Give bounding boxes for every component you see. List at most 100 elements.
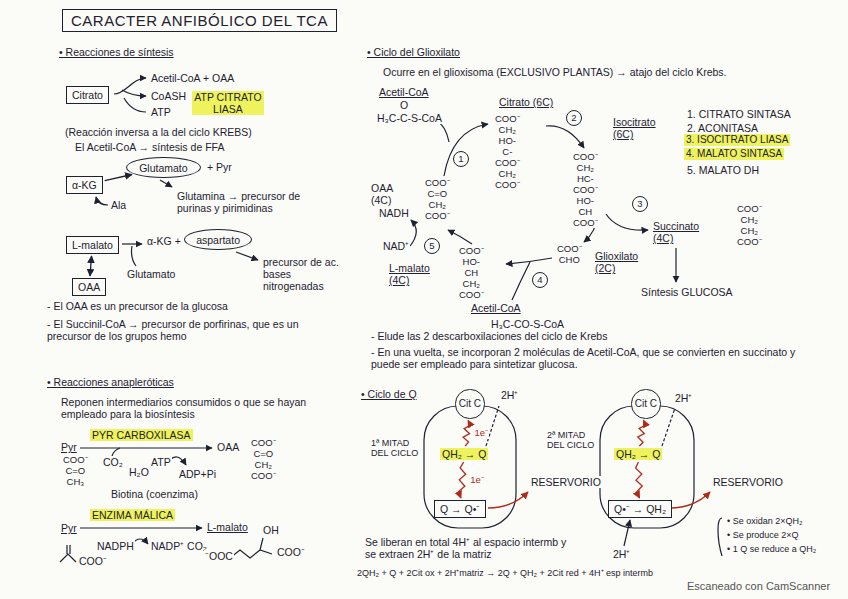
reaction-arrow [114,78,146,94]
text-label: ADP+Pi [178,468,217,480]
text-label: CoASH [150,90,187,102]
connector-arrow [638,420,646,446]
metabolite-box: α-KG [66,176,103,194]
text-label: 5. MALATO DH [686,164,760,176]
node-text: 1 [458,154,463,165]
text-label: Pyr [60,441,78,453]
node-text: Cit C [635,398,657,410]
text-label: Glioxilato (2C) [594,250,652,274]
chemical-formula: COO⁻ CH₂ CH₂ COO⁻ [736,204,763,248]
metabolite-box: L-malato [66,236,119,254]
cycle-arrow [606,214,648,230]
text-label: • Ciclo de Q [360,388,418,400]
text-label: (Reacción inversa a la del ciclo KREBS) [64,126,253,138]
text-label: OAA (4C) [370,182,406,206]
node-text: 4. MALATO SINTASA [686,148,782,160]
highlight-band: ENZIMA MÁLICA [90,509,175,521]
chemical-formula: COO⁻ C=O CH₂ COO⁻ [424,178,451,222]
cycle-arrow [546,126,584,148]
reaction-arrow [132,246,137,266]
node-text: 3. ISOCITRATO LIASA [686,134,788,146]
connector-arrow [458,462,465,498]
highlight-band: PYR CARBOXILASA [90,429,193,441]
connector-arrow [636,462,643,498]
text-label: L-malato (4C) [388,262,442,286]
text-label: RESERVORIO [530,476,602,488]
membrane-outline [424,406,516,528]
cycle-arrow [448,230,472,244]
text-label: precursor de ac. bases nitrogenadas [262,256,344,292]
text-label: RESERVORIO [712,476,784,488]
text-label: • Se oxidan 2×QH₂ [726,516,803,526]
text-label: H₂O [128,466,150,478]
node-text: α-KG [72,179,97,191]
reaction-arrow [170,457,186,465]
text-label: Ala [110,199,127,211]
reaction-box: Q•⁻ → QH₂ [608,500,672,518]
highlight-band: QH₂ → Q [614,448,662,460]
cycle-arrow [675,248,676,282]
step-number: 1 [453,151,469,167]
text-label: Acetil-CoA + OAA [150,72,235,84]
text-label: Síntesis GLUCOSA [640,286,734,298]
node-text: 5 [429,241,434,252]
reaction-arrow [122,243,142,244]
text-label: ATP [150,106,172,118]
text-label: H₃C-C-S-CoA [376,112,443,124]
reaction-arrow [160,180,172,187]
text-label: O [399,99,409,111]
text-label: 2ª MITAD DEL CICLO [546,430,598,451]
text-label: NADP⁺ CO₂ [150,540,208,552]
chemical-formula: COO⁻ CHO [556,244,583,266]
circled-metabolite: aspartato [184,229,252,250]
text-label: OH [262,524,280,536]
reaction-arrow [80,447,212,448]
chemical-formula: COO⁻ HO-CH CH₂ COO⁻ [458,246,485,301]
text-label: H₃C-CO-S-CoA [490,318,565,330]
reservoir-arrow [670,492,710,508]
text-label: Biotina (coenzima) [110,488,199,500]
text-label: - El Succinil-CoA → precursor de porfiri… [46,318,338,342]
node-text: Q•⁻ → QH₂ [614,503,666,515]
text-label: OAA [216,441,240,453]
chemical-formula: COO⁻ C=O CH₃ [62,455,89,488]
electron-label: 1e⁻ [474,428,490,439]
title-box: CARACTER ANFIBÓLICO DEL TCA [62,9,337,32]
step-number: 5 [424,238,440,254]
text-label: Reponen intermediarios consumidos o que … [60,396,332,420]
highlight-band: QH₂ → Q [440,448,488,460]
text-label: - En una vuelta, se incorporan 2 molécul… [370,346,827,370]
node-text: ATP CITRATO LIASA [194,91,262,115]
cytochrome-circle: Cit C [455,389,484,418]
text-label: ⁻OOC [204,550,234,562]
connector-arrow [105,175,132,181]
skeletal-formula [230,538,272,558]
node-text: Q → Q•⁻ [440,503,480,515]
text-label: - Elude las 2 descarboxilaciones del cic… [370,330,608,342]
node-text: Glutamato [139,162,187,174]
bracket [718,518,722,556]
reservoir-arrow [488,492,528,508]
text-label: L-malato [206,521,249,533]
cycle-arrow [444,124,488,176]
text-label: • Se produce 2×Q [726,530,799,540]
highlight-band: 3. ISOCITRATO LIASA [684,134,790,146]
text-label: ATP [150,456,172,468]
node-text: L-malato [72,239,113,251]
text-label: CO₂ [102,456,124,468]
connector-arrow [463,420,470,446]
chemical-formula: COO⁻ CH₂ HO-C-COO⁻ CH₂ COO⁻ [494,114,521,190]
electron-label: 1e⁻ [469,475,485,486]
text-label: 2H⁺ [612,548,631,560]
text-label: Succinato (4C) [652,220,712,244]
node-text: QH₂ → Q [442,448,486,460]
text-label: NADPH [96,540,135,552]
node-text: 2 [571,113,576,124]
text-label: 1ª MITAD DEL CICLO [370,438,422,459]
text-label: Acetil-CoA [470,302,522,314]
node-text: ENZIMA MÁLICA [92,509,173,521]
proton-arrow [624,520,630,546]
reaction-arrow [80,527,202,528]
text-label: - El OAA es un precursor de la glucosa [46,300,229,312]
